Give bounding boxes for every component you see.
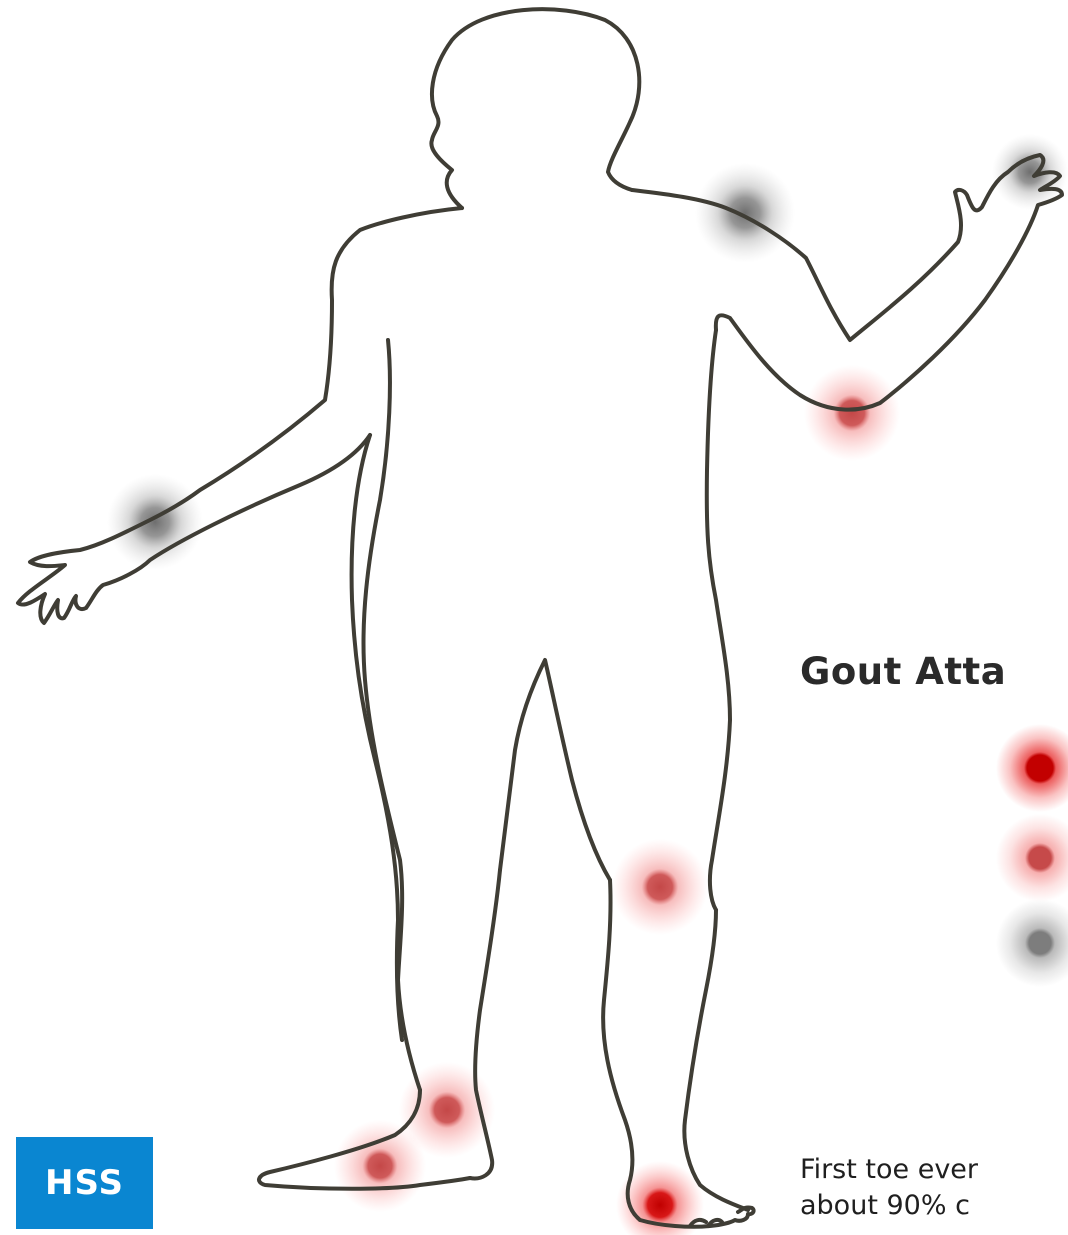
shoulder-spot xyxy=(695,163,795,263)
footnote-line-2: about 90% c xyxy=(800,1188,978,1224)
legend-title: Gout Atta xyxy=(800,650,1006,693)
heel-spot xyxy=(334,1120,426,1212)
knee-spot xyxy=(612,839,708,935)
hss-logo: HSS xyxy=(16,1137,153,1229)
body-outline xyxy=(18,9,1062,1227)
hss-logo-text: HSS xyxy=(45,1163,124,1203)
footnote-line-1: First toe ever xyxy=(800,1152,978,1188)
elbow-spot xyxy=(804,365,900,461)
footnote: First toe ever about 90% c xyxy=(800,1152,978,1224)
